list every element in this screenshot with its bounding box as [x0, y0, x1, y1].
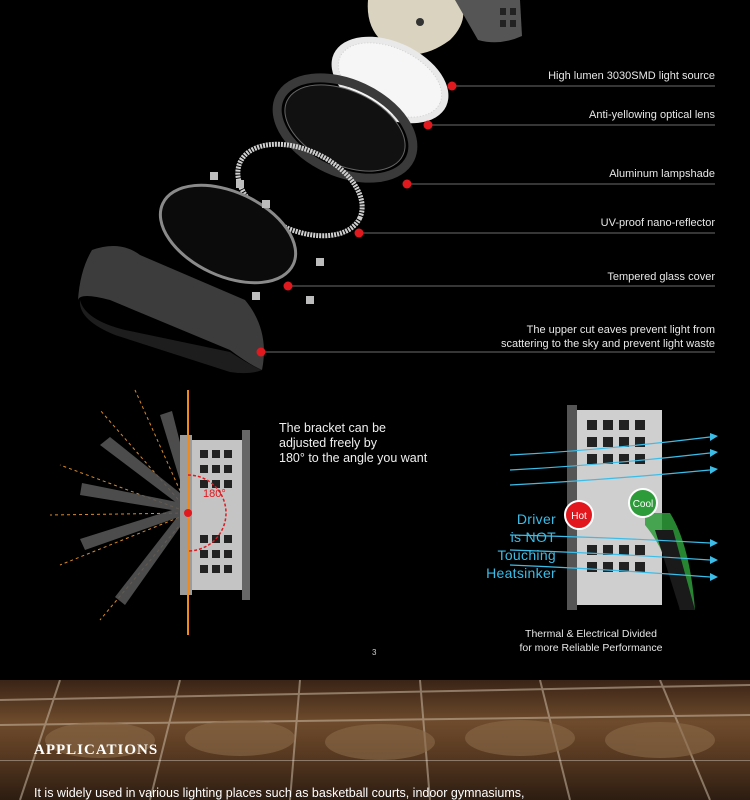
thermal-caption: Thermal & Electrical Divided for more Re… [505, 627, 677, 655]
stadium-roof-illustration [0, 680, 750, 800]
callout-dot-3 [402, 179, 412, 189]
thermal-caption-line1: Thermal & Electrical Divided [525, 628, 657, 640]
callout-dot-1 [447, 81, 457, 91]
driver-text-line3: Touching [497, 547, 556, 563]
callout-label-light-source: High lumen 3030SMD light source [548, 70, 715, 82]
callout-label-eaves-line1: The upper cut eaves prevent light from [526, 324, 715, 336]
callout-dot-6 [256, 347, 266, 357]
bracket-text-line1: The bracket can be [279, 421, 387, 435]
hot-badge: Hot [564, 500, 594, 530]
page-number: 3 [372, 648, 377, 657]
callout-label-optical-lens: Anti-yellowing optical lens [589, 109, 715, 121]
applications-text: It is widely used in various lighting pl… [34, 786, 525, 800]
callout-label-glass-cover: Tempered glass cover [607, 271, 715, 283]
thermal-caption-line2: for more Reliable Performance [519, 642, 663, 654]
applications-title: APPLICATIONS [34, 742, 159, 758]
driver-text-line4: Heatsinker [486, 565, 556, 581]
callout-dot-5 [283, 281, 293, 291]
applications-divider [0, 760, 750, 761]
thermal-illustration [509, 405, 718, 610]
callout-dot-2 [423, 120, 433, 130]
callout-label-lampshade: Aluminum lampshade [609, 168, 715, 180]
callout-dot-4 [354, 228, 364, 238]
glass-cover-illustration [158, 183, 298, 285]
callout-label-reflector: UV-proof nano-reflector [600, 217, 715, 229]
bracket-description: The bracket can be adjusted freely by 18… [279, 421, 427, 466]
clip-illustrations [210, 172, 324, 304]
callout-lines [261, 85, 715, 353]
cool-badge: Cool [628, 488, 658, 518]
exploded-view-illustration [78, 0, 715, 374]
bracket-illustration [49, 389, 250, 635]
driver-text-line2: is NOT [510, 529, 556, 545]
visor-illustration [78, 246, 264, 374]
bracket-text-line2: adjusted freely by [279, 436, 377, 450]
driver-not-touching-text: Driver is NOT Touching Heatsinker [460, 510, 556, 582]
lampshade-ring-illustration [272, 73, 418, 183]
driver-text-line1: Driver [516, 511, 556, 527]
callout-label-eaves-line2: scattering to the sky and prevent light … [500, 338, 715, 350]
applications-banner-photo [0, 680, 750, 800]
callout-dots [256, 81, 457, 357]
bracket-angle-label: 180° [203, 488, 226, 500]
bracket-text-line3: 180° to the angle you want [279, 451, 428, 465]
